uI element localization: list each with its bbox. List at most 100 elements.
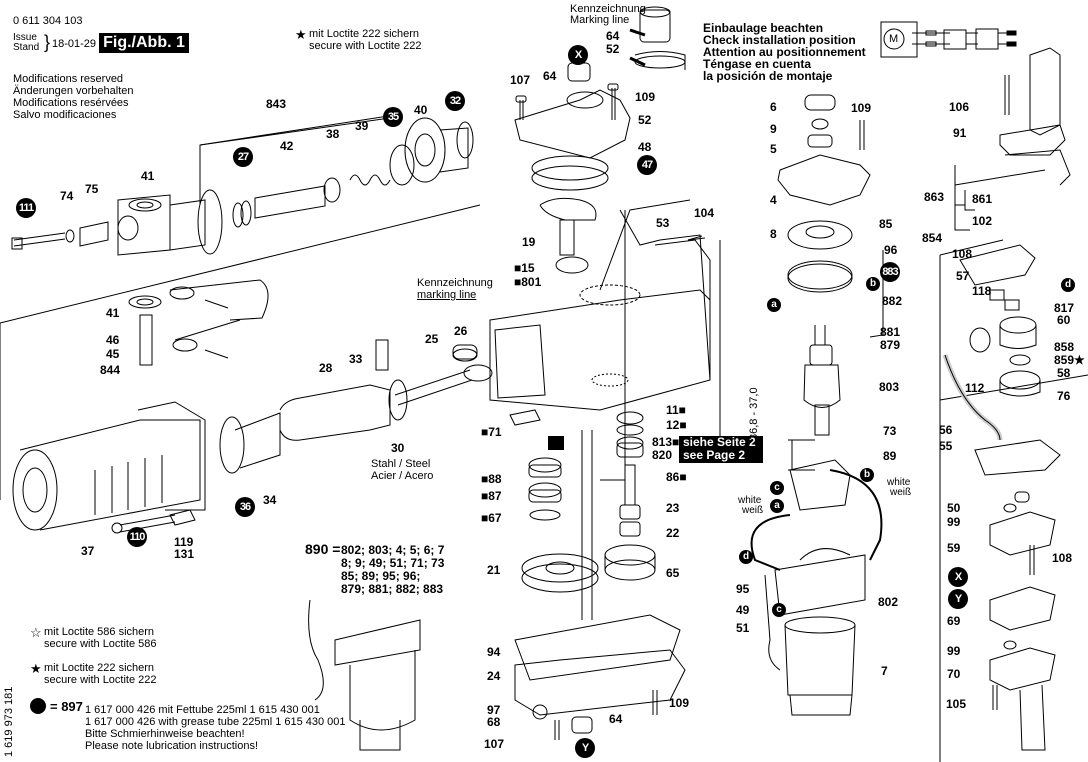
callout-5: 5	[770, 142, 777, 156]
callout-8: 8	[770, 227, 777, 241]
callout-30: 30	[391, 441, 405, 455]
install-note-en: Check installation position	[703, 33, 856, 47]
callout-88: ■88	[481, 472, 502, 486]
callout-12: 12■	[666, 418, 687, 432]
callout-38: 38	[326, 127, 340, 141]
callout-94: 94	[487, 645, 501, 659]
callout-21: 21	[487, 563, 501, 577]
callout-861: 861	[972, 192, 993, 206]
callout-55: 55	[939, 439, 953, 453]
set-890-head: 890 =	[305, 541, 341, 557]
install-note-fr: Attention au positionnement	[703, 45, 866, 59]
grease-line-4: Please note lubrication instructions!	[85, 740, 259, 752]
install-note-es-1: Téngase en cuenta	[703, 57, 812, 71]
callout-109-motor: 109	[851, 101, 872, 115]
callout-813: 813■	[652, 435, 680, 449]
callout-41-lower: 41	[106, 306, 120, 320]
callout-881: 881	[880, 325, 901, 339]
callout-57: 57	[956, 269, 970, 283]
issue-label: Issue	[13, 32, 37, 43]
callout-59: 59	[947, 541, 961, 555]
callout-105: 105	[946, 697, 967, 711]
grease-badge-35: 35	[383, 107, 403, 127]
material-line-2: Acier / Acero	[371, 470, 434, 482]
callout-7: 7	[881, 664, 888, 678]
callout-60: 60	[1057, 313, 1071, 327]
callout-76: 76	[1057, 389, 1071, 403]
see-page-de: siehe Seite 2	[683, 435, 756, 449]
callout-28: 28	[319, 361, 333, 375]
callout-879: 879	[880, 338, 901, 352]
callout-74: 74	[60, 189, 74, 203]
marking-label-de: Kennzeichnung	[570, 3, 646, 15]
callout-108-bottom: 108	[1052, 551, 1073, 565]
ref-badge-y-bottom: Y	[575, 738, 595, 758]
ref-badge-x-right: X	[948, 567, 968, 587]
callout-104: 104	[694, 206, 715, 220]
callout-817: 817	[1054, 301, 1075, 315]
callout-39: 39	[355, 119, 369, 133]
brace: }	[44, 32, 51, 52]
callout-70: 70	[947, 667, 961, 681]
callout-33: 33	[349, 352, 363, 366]
callout-107-top: 107	[510, 73, 531, 87]
modifications-es: Salvo modificaciones	[13, 109, 117, 121]
callout-882: 882	[882, 294, 903, 308]
loctite222-bottom-de: mit Loctite 222 sichern	[44, 662, 155, 674]
material-line-1: Stahl / Steel	[371, 458, 431, 470]
callout-801: ■801	[514, 275, 542, 289]
loctite222-bottom-en: secure with Loctite 222	[44, 674, 157, 686]
callout-52: 52	[638, 113, 652, 127]
grease-line-1: 1 617 000 426 mit Fettube 225ml 1 615 43…	[85, 704, 320, 716]
install-note-es-2: la posición de montaje	[703, 69, 833, 83]
callout-95: 95	[736, 582, 750, 596]
callout-85: 85	[879, 217, 893, 231]
stand-label: Stand	[13, 42, 40, 53]
callout-68: 68	[487, 715, 501, 729]
callout-89: 89	[883, 449, 897, 463]
callout-64-detail: 64	[606, 29, 620, 43]
callout-64-top: 64	[543, 69, 557, 83]
callout-803: 803	[879, 380, 900, 394]
loctite222-note-de: mit Loctite 222 sichern	[309, 28, 420, 40]
wire-badge-b-1: b	[866, 277, 880, 291]
figure-label: Fig./Abb. 1	[99, 33, 189, 53]
callout-56: 56	[939, 423, 953, 437]
callout-99-bottom: 99	[947, 644, 961, 658]
grease-badge-111: 111	[16, 198, 36, 218]
grease-badge-27: 27	[233, 147, 253, 167]
callout-97: 97	[487, 703, 501, 717]
see-page-2-badge[interactable]: siehe Seite 2 see Page 2	[679, 436, 763, 463]
wire-weiss-label-2: weiß	[890, 487, 912, 498]
callout-107-bottom: 107	[484, 737, 505, 751]
callout-9: 9	[770, 122, 777, 136]
ref-badge-x-top: X	[568, 45, 588, 65]
callout-131: 131	[174, 547, 195, 561]
callout-22: 22	[666, 526, 680, 540]
callout-65: 65	[666, 566, 680, 580]
modifications-fr: Modifications resérvées	[13, 97, 129, 109]
callout-96: 96	[884, 243, 898, 257]
install-note-de: Einbaulage beachten	[703, 21, 824, 35]
callout-26: 26	[454, 324, 468, 338]
callout-41: 41	[141, 169, 155, 183]
wire-white-label-2: white	[887, 477, 911, 488]
callout-6: 6	[770, 100, 777, 114]
wire-badge-c-2: c	[772, 603, 786, 617]
marking-mid-de: Kennzeichnung	[417, 277, 493, 289]
wire-badge-b-2: b	[860, 468, 874, 482]
assembly-divider-line-upper	[0, 204, 481, 324]
star-filled-icon: ★	[295, 27, 307, 42]
callout-25: 25	[425, 332, 439, 346]
wire-badge-c-1: c	[770, 481, 784, 495]
callout-51: 51	[736, 621, 750, 635]
wire-badge-d-1: d	[739, 550, 753, 564]
callout-843: 843	[266, 97, 287, 111]
callout-48: 48	[638, 140, 652, 154]
callout-102: 102	[972, 214, 993, 228]
grease-dot-icon	[30, 698, 46, 714]
callout-69: 69	[947, 614, 961, 628]
set-890-line-4: 879; 881; 882; 883	[341, 582, 444, 596]
callout-71: ■71	[481, 425, 502, 439]
callout-73: 73	[883, 424, 897, 438]
